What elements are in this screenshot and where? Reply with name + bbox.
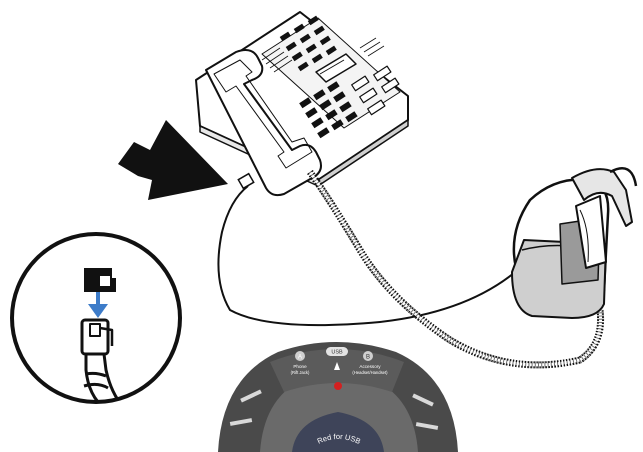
usb-indicator-light xyxy=(334,382,342,390)
magnifier-inset xyxy=(10,232,182,404)
button-a[interactable]: A Phone (Rift Jack) xyxy=(291,351,310,375)
button-usb-label: USB xyxy=(331,350,343,356)
pointer-arrow-icon xyxy=(118,120,228,200)
desk-phone xyxy=(195,11,409,197)
button-b-sublabel: (Headset/Handset) xyxy=(352,370,388,375)
button-b-label: Accessory xyxy=(359,364,381,369)
button-b[interactable]: B Accessory (Headset/Handset) xyxy=(352,351,388,375)
button-a-sublabel: (Rift Jack) xyxy=(291,370,310,375)
button-usb[interactable]: USB xyxy=(326,347,348,370)
button-a-letter: A xyxy=(298,355,302,361)
base-unit: A Phone (Rift Jack) USB B Accessory (Hea… xyxy=(218,342,458,452)
rj-plug-icon xyxy=(237,172,255,190)
button-b-letter: B xyxy=(366,355,370,361)
red-for-usb-label: Red for USB xyxy=(316,432,362,446)
button-a-label: Phone xyxy=(293,364,307,369)
cable-plug-icon xyxy=(80,318,120,403)
insert-arrow-icon xyxy=(88,292,108,318)
phone-cable xyxy=(217,185,521,327)
headset-icon xyxy=(571,167,638,269)
wall-jack-icon xyxy=(84,268,116,292)
usb-panel xyxy=(292,412,384,452)
